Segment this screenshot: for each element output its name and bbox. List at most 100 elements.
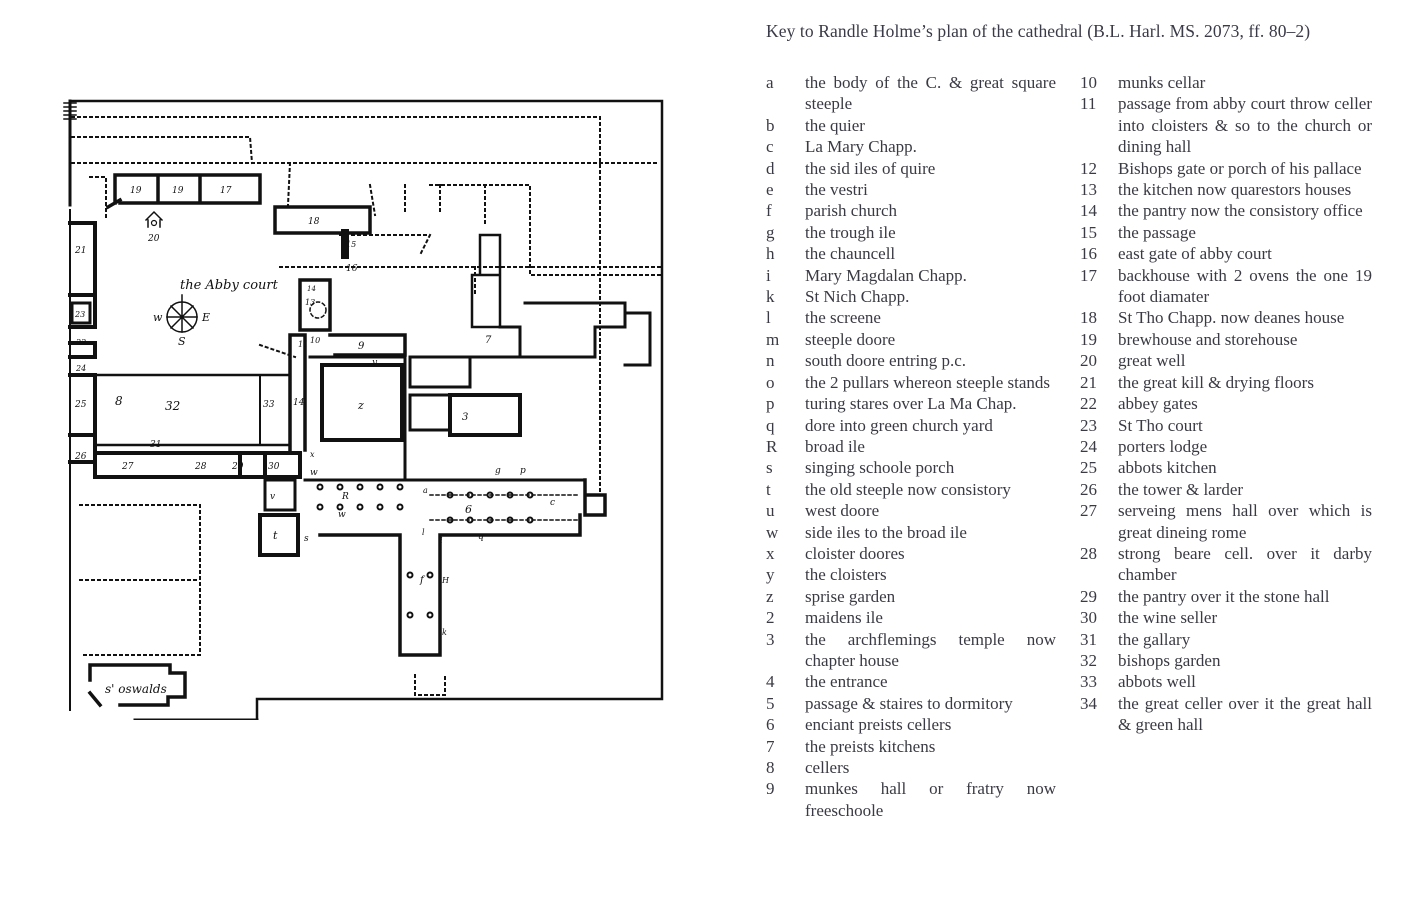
compass-rose bbox=[166, 294, 198, 333]
key-description: maidens ile bbox=[805, 608, 883, 628]
key-code: 5 bbox=[766, 693, 775, 713]
key-description: the kitchen now quarestors houses bbox=[1118, 180, 1352, 200]
key-description: broad ile bbox=[805, 436, 865, 456]
key-code: 28 bbox=[1080, 543, 1097, 563]
key-description: sprise garden bbox=[805, 586, 896, 606]
key-description: strong beare cell. over it darby chamber bbox=[1118, 543, 1372, 585]
key-description: the great kill & drying floors bbox=[1118, 372, 1314, 392]
key-description: abbots well bbox=[1118, 672, 1196, 692]
key-code: 19 bbox=[1080, 329, 1097, 349]
key-code: 14 bbox=[1080, 201, 1097, 221]
key-description: the 2 pullars whereon steeple stands bbox=[805, 372, 1051, 392]
key-code: 18 bbox=[1080, 308, 1097, 328]
label-30: 30 bbox=[268, 462, 280, 472]
key-code: 12 bbox=[1080, 158, 1097, 178]
label-i: i bbox=[440, 536, 443, 545]
key-code: f bbox=[766, 201, 772, 221]
key-description: porters lodge bbox=[1118, 436, 1208, 456]
key-code: m bbox=[766, 329, 780, 349]
label-l: l bbox=[422, 528, 425, 537]
key-description: the wine seller bbox=[1118, 608, 1218, 628]
label-21: 21 bbox=[74, 246, 86, 256]
key-code: x bbox=[766, 543, 775, 563]
label-k: k bbox=[442, 628, 447, 637]
label-x: x bbox=[310, 450, 315, 459]
key-entry: 21 the great kill & drying floors bbox=[1080, 372, 1372, 393]
compass-s: S bbox=[178, 335, 186, 348]
label-28: 28 bbox=[194, 462, 207, 472]
label-a: a bbox=[423, 486, 428, 495]
key-code: 26 bbox=[1080, 479, 1097, 499]
key-code: 11 bbox=[1080, 94, 1097, 114]
key-description: St Tho court bbox=[1118, 415, 1203, 435]
chapter-house bbox=[448, 393, 522, 437]
label-17: 17 bbox=[220, 186, 232, 196]
key-description: the old steeple now consistory bbox=[805, 479, 1011, 499]
label-33: 33 bbox=[263, 400, 275, 410]
key-code: 21 bbox=[1080, 372, 1097, 392]
key-code: i bbox=[766, 265, 771, 285]
label-6: 6 bbox=[465, 503, 472, 516]
key-description: south doore entring p.c. bbox=[805, 351, 966, 371]
key-description: turing stares over La Ma Chap. bbox=[805, 394, 1017, 414]
key-description: the vestri bbox=[805, 180, 868, 200]
label-29: 29 bbox=[231, 462, 244, 472]
key-code: a bbox=[766, 73, 774, 92]
label-16: 16 bbox=[346, 264, 358, 274]
key-code: y bbox=[766, 565, 775, 585]
label-w2: w bbox=[338, 510, 346, 520]
key-description: abbots kitchen bbox=[1118, 458, 1217, 478]
key-code: 24 bbox=[1080, 436, 1097, 456]
label-9: 9 bbox=[358, 341, 365, 352]
label-26: 26 bbox=[74, 452, 87, 462]
compass-w: w bbox=[153, 311, 163, 324]
key-code: 9 bbox=[766, 779, 775, 799]
cathedral-plan-drawing: the Abby court w E S s' oswalds 19 19 17… bbox=[60, 95, 670, 725]
key-entry: 24 porters lodge bbox=[1080, 436, 1372, 457]
key-description: side iles to the broad ile bbox=[805, 522, 967, 542]
key-entry: 23 St Tho court bbox=[1080, 415, 1372, 436]
cloister-garth bbox=[320, 363, 404, 442]
key-code: 30 bbox=[1080, 608, 1097, 628]
key-description: St Nich Chapp. bbox=[805, 287, 910, 307]
label-3: 3 bbox=[462, 412, 468, 423]
key-description: Bishops gate or porch of his pallace bbox=[1118, 158, 1362, 178]
key-code: R bbox=[766, 436, 778, 456]
key-description: steeple doore bbox=[805, 329, 896, 349]
key-description: the quier bbox=[805, 115, 865, 135]
label-23: 23 bbox=[74, 310, 85, 319]
key-code: z bbox=[766, 586, 774, 606]
label-st-oswalds: s' oswalds bbox=[105, 682, 167, 696]
label-10: 10 bbox=[310, 336, 320, 345]
key-description: great well bbox=[1118, 351, 1186, 371]
key-code: 25 bbox=[1080, 458, 1097, 478]
building-st-tho-chapp bbox=[273, 205, 372, 235]
key-code: u bbox=[766, 501, 775, 521]
label-27: 27 bbox=[121, 462, 134, 472]
label-8: 8 bbox=[115, 394, 123, 408]
building-preists-kitchens bbox=[470, 233, 502, 329]
key-code: 29 bbox=[1080, 586, 1097, 606]
label-31: 31 bbox=[150, 440, 161, 450]
key-description: the pantry now the consistory office bbox=[1118, 201, 1363, 221]
key-description: the sid iles of quire bbox=[805, 158, 936, 178]
label-19a: 19 bbox=[130, 186, 142, 196]
key-description: backhouse with 2 ovens the one 19 foot d… bbox=[1118, 265, 1372, 307]
key-code: 23 bbox=[1080, 415, 1097, 435]
key-description: singing schoole porch bbox=[805, 458, 955, 478]
key-code: q bbox=[766, 415, 775, 435]
